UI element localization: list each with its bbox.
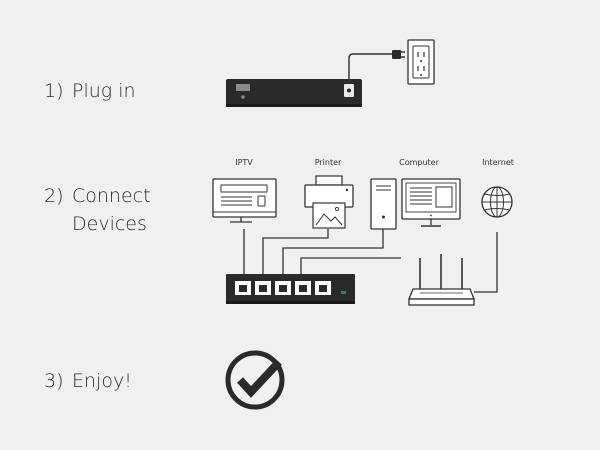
step-3-label: 3) Enjoy! (44, 367, 132, 395)
step-2-label: 2) Connect Devices (44, 182, 151, 238)
power-box-icon (226, 79, 362, 107)
power-cable-icon (348, 50, 405, 84)
device-label-printer: Printer (314, 158, 342, 167)
step-3-number: 3) (44, 370, 64, 392)
step-1-number: 1) (44, 80, 64, 102)
computer-monitor-icon (401, 178, 461, 227)
step-1-text: Plug in (72, 80, 136, 102)
device-label-iptv: IPTV (235, 158, 253, 167)
device-label-internet: Internet (482, 158, 514, 167)
step-1-label: 1) Plug in (44, 77, 136, 105)
globe-icon (481, 186, 513, 218)
step-2-text: Connect Devices (72, 185, 151, 235)
wall-outlet-icon (407, 39, 435, 85)
step-2-number: 2) (44, 185, 64, 207)
network-switch-icon (226, 274, 355, 304)
checkmark-icon (225, 350, 285, 410)
device-label-computer: Computer (399, 158, 439, 167)
router-icon (408, 254, 475, 306)
step-3-text: Enjoy! (72, 370, 132, 392)
computer-tower-icon (370, 178, 397, 230)
iptv-icon (212, 178, 277, 223)
connection-cables (243, 229, 498, 293)
printer-icon (304, 175, 354, 229)
